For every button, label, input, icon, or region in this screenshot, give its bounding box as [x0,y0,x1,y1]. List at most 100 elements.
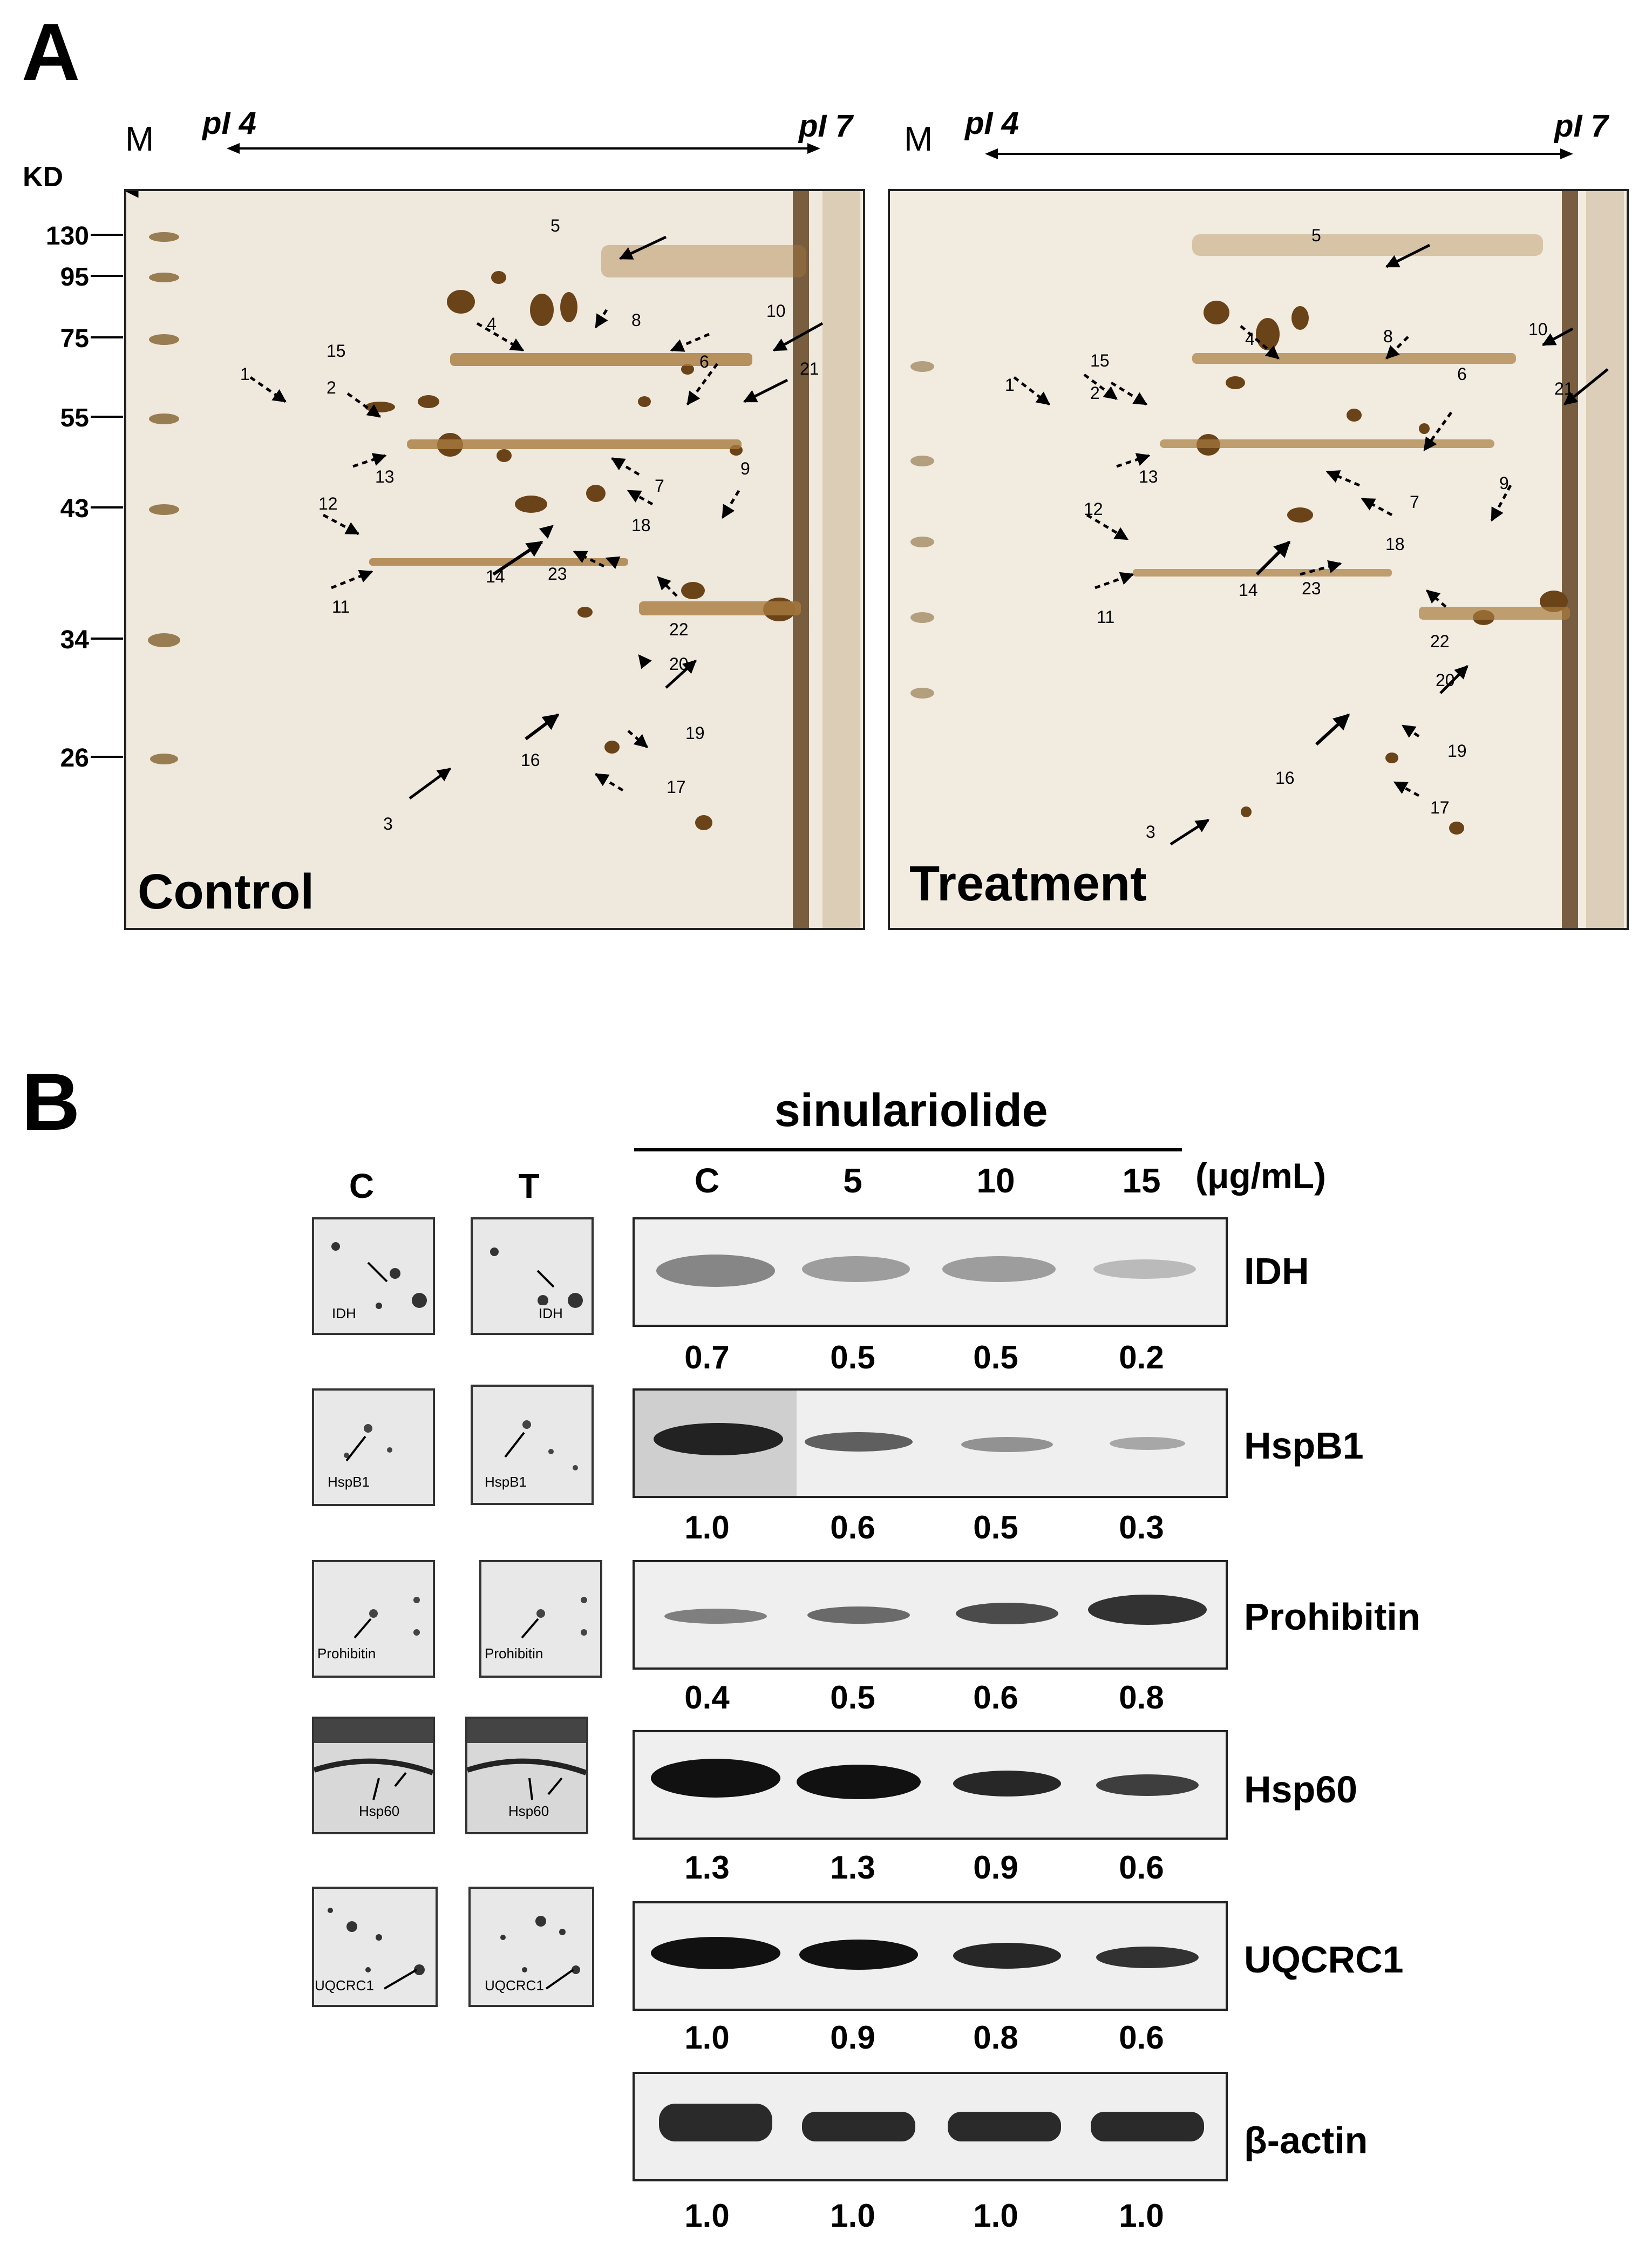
uqcrc1-value: 0.8 [973,2019,1018,2056]
control-spot-label: 10 [766,301,786,321]
treatment-spot-label: 7 [1410,492,1419,512]
panel-b-letter: B [22,1056,80,1147]
beta-actin-value: 1.0 [1119,2198,1164,2234]
hspb1-thumb-control-label: HspB1 [328,1474,370,1490]
thumb-header-c: C [349,1167,375,1205]
uqcrc1-label: UQCRC1 [1244,1938,1404,1981]
mw-tick-75: 75 [60,324,89,353]
treatment-spot-label: 13 [1139,467,1158,486]
hsp60-value: 0.6 [1119,1849,1164,1886]
treatment-marker-label: M [904,119,933,158]
treatment-spot-label: 16 [1275,768,1295,788]
treatment-spot-label: 20 [1436,670,1455,690]
control-spot-label: 23 [548,564,567,584]
treatment-ph-arrow [985,148,1573,159]
hsp60-value: 0.9 [973,1849,1018,1886]
hsp60-value: 1.3 [684,1849,730,1886]
mw-tick-55: 55 [60,404,89,432]
idh-thumb-control-label: IDH [332,1305,356,1322]
dose-header-c: C [694,1161,720,1200]
treatment-spot-label: 4 [1245,329,1255,349]
hspb1-value: 0.5 [973,1509,1018,1545]
control-spot-label: 5 [550,216,560,235]
treatment-spot-label: 10 [1528,320,1548,339]
treatment-name: sinulariolide [774,1084,1048,1136]
idh-value: 0.5 [830,1339,875,1375]
hsp60-value: 1.3 [830,1849,875,1886]
treatment-bracket-line [634,1148,1182,1151]
treatment-spot-label: 22 [1430,632,1450,651]
treatment-pi-right: pI 7 [1554,109,1608,144]
control-spot-label: 15 [327,341,346,361]
beta-actin-value: 1.0 [830,2198,875,2234]
kd-axis-label: KD [23,161,64,193]
mw-tick-26: 26 [60,744,89,772]
beta-actin-value: 1.0 [684,2198,730,2234]
idh-thumb-treatment [471,1217,594,1335]
control-spot-label: 8 [631,310,641,330]
treatment-pi-left: pI 4 [965,106,1019,141]
control-spot-label: 1 [240,364,250,384]
hspb1-blot [633,1388,1228,1498]
beta-actin-value: 1.0 [973,2198,1018,2234]
uqcrc1-value: 0.6 [1119,2019,1164,2056]
idh-thumb-control [312,1217,435,1335]
prohibitin-thumb-treatment-label: Prohibitin [485,1645,543,1662]
uqcrc1-thumb-control-label: UQCRC1 [315,1977,374,1994]
uqcrc1-value: 0.9 [830,2019,875,2056]
idh-value: 0.5 [973,1339,1018,1375]
hsp60-thumb-treatment [465,1717,588,1834]
treatment-spot-label: 3 [1146,822,1155,842]
idh-blot [633,1217,1228,1327]
control-spot-label: 9 [740,459,750,478]
hsp60-thumb-treatment-label: Hsp60 [508,1803,549,1819]
control-spot-label: 16 [521,750,540,770]
hspb1-value: 1.0 [684,1509,730,1545]
control-spot-label: 18 [631,516,651,535]
prohibitin-value: 0.8 [1119,1679,1164,1716]
treatment-spot-label: 12 [1084,499,1103,519]
dose-header-5: 5 [843,1161,862,1200]
treatment-spot-label: 17 [1430,798,1450,817]
treatment-spot-label: 23 [1302,579,1321,598]
hsp60-label: Hsp60 [1244,1768,1358,1811]
dose-unit: (μg/mL) [1195,1156,1326,1196]
prohibitin-value: 0.5 [830,1679,875,1716]
hspb1-value: 0.3 [1119,1509,1164,1545]
hsp60-thumb-control [312,1717,435,1834]
hspb1-label: HspB1 [1244,1425,1364,1467]
control-spot-label: 14 [486,567,505,586]
hspb1-value: 0.6 [830,1509,875,1545]
treatment-spot-label: 6 [1457,364,1467,384]
treatment-spot-label: 9 [1499,473,1509,493]
treatment-spot-label: 14 [1239,580,1258,600]
treatment-spot-label: 11 [1097,607,1115,627]
hsp60-blot [633,1730,1228,1840]
control-gel-image [124,189,865,930]
idh-value: 0.7 [684,1339,730,1375]
mw-tick-130: 130 [45,222,89,250]
control-spot-label: 20 [669,654,689,674]
prohibitin-value: 0.6 [973,1679,1018,1716]
control-spot-label: 4 [487,314,497,334]
control-pi-left: pI 4 [202,106,256,141]
prohibitin-thumb-control-label: Prohibitin [317,1645,376,1662]
prohibitin-blot [633,1560,1228,1670]
treatment-spot-label: 19 [1447,741,1467,761]
treatment-gel-image [888,189,1629,930]
treatment-spot-label: 21 [1554,379,1574,398]
control-spot-label: 13 [375,467,395,486]
treatment-spot-label: 2 [1090,383,1100,403]
treatment-caption: Treatment [909,856,1147,911]
mw-tick-43: 43 [60,494,89,523]
hspb1-thumb-treatment-label: HspB1 [485,1474,527,1490]
control-spot-label: 7 [655,476,664,496]
uqcrc1-value: 1.0 [684,2019,730,2056]
panel-a-letter: A [22,6,80,97]
control-spot-label: 6 [699,352,709,371]
control-marker-label: M [125,119,154,158]
beta-actin-blot [633,2072,1228,2181]
beta-actin-label: β-actin [1244,2119,1368,2161]
control-spot-label: 22 [669,620,689,639]
mw-tick-marks [91,234,123,758]
